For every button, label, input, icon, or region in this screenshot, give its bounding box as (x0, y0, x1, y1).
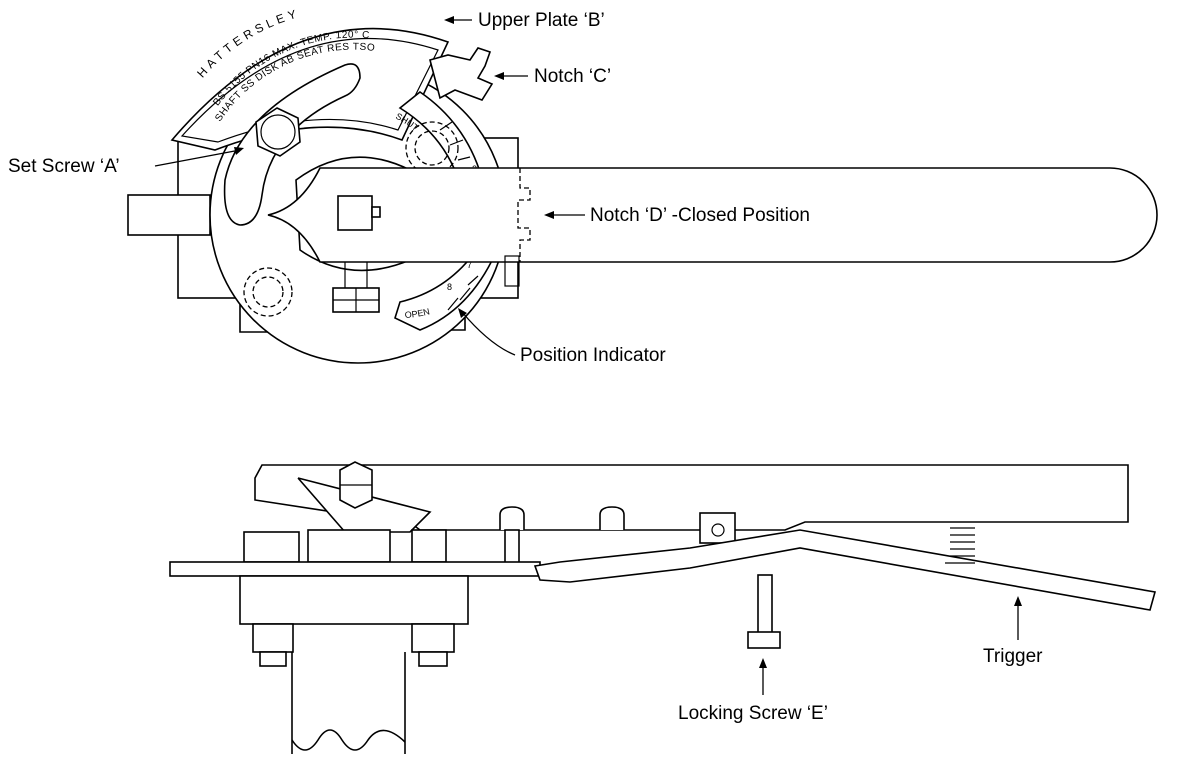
spindle (337, 195, 373, 231)
scale-mark-8: 8 (447, 282, 452, 292)
block-right (411, 529, 447, 563)
label-trigger: Trigger (983, 646, 1043, 667)
handle-lever (267, 167, 1158, 263)
set-screw-washer (260, 114, 296, 150)
lever-stop (504, 255, 520, 287)
hidden-circle-lower (243, 267, 293, 317)
pivot-block (699, 512, 736, 544)
locking-screw-head (747, 631, 781, 649)
curved-slot (223, 63, 361, 226)
locking-screw-e (757, 574, 773, 641)
top-view: HATTERSLEY BS 5155 PN16 MAX. TEMP. 120° … (127, 6, 1158, 364)
left-stub (127, 194, 211, 236)
scale-ticks-lower (447, 275, 479, 311)
side-view (169, 461, 1157, 754)
valve-body-side (239, 575, 469, 625)
spring (945, 527, 975, 564)
nut-right-tail (418, 651, 448, 667)
upper-plate-side (297, 477, 432, 533)
hidden-circle-lower-inner (252, 276, 284, 308)
tab-2 (599, 506, 625, 530)
label-position-indicator: Position Indicator (520, 345, 666, 366)
scale-mark-7: 7 (467, 260, 472, 270)
break-line (291, 729, 406, 751)
nut-right (411, 623, 455, 653)
block-mid (307, 529, 391, 563)
hidden-circle-upper-inner (414, 130, 450, 166)
label-set-screw-a: Set Screw ‘A’ (8, 156, 120, 177)
block-left (243, 531, 300, 563)
label-notch-d: Notch ‘D’ -Closed Position (590, 205, 810, 226)
label-upper-plate-b: Upper Plate ‘B’ (478, 10, 605, 31)
label-notch-c: Notch ‘C’ (534, 66, 611, 87)
base-plate-side (169, 561, 541, 577)
spindle-key (371, 206, 381, 218)
tab-1 (499, 506, 525, 530)
label-locking-screw-e: Locking Screw ‘E’ (678, 703, 828, 724)
notch-d-outline (517, 168, 531, 262)
callouts: Upper Plate ‘B’ Notch ‘C’ Set Screw ‘A’ … (8, 10, 1043, 724)
nut-left (252, 623, 294, 653)
pivot-hole (711, 523, 725, 537)
nut-left-tail (259, 651, 287, 667)
set-screw-a (255, 107, 301, 157)
notch-c-lever (429, 47, 494, 101)
trigger-side (533, 529, 1157, 611)
